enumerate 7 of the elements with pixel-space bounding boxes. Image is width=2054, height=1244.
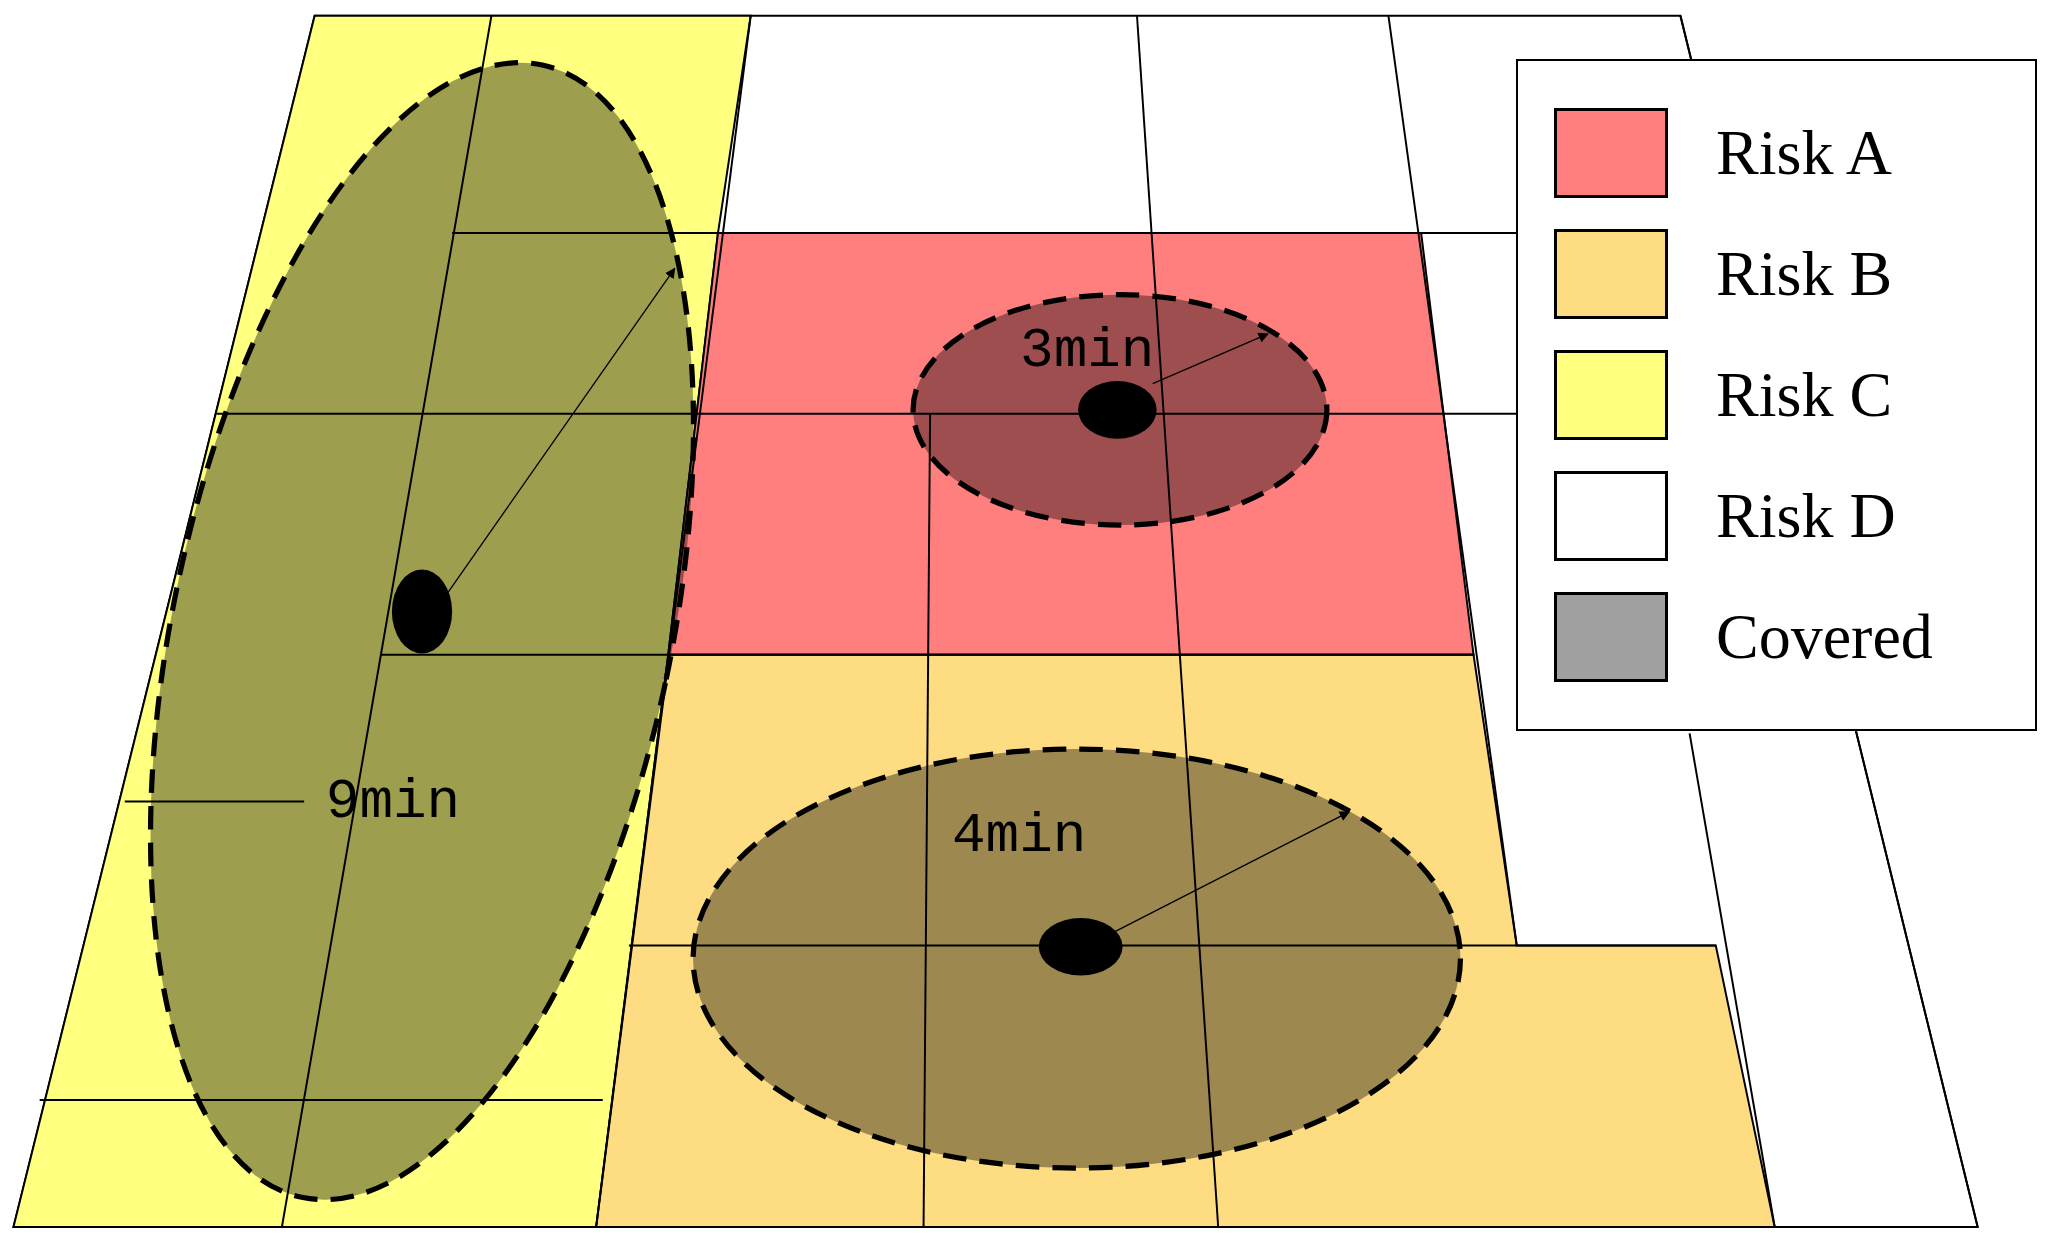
response-time-label: 3min (1020, 323, 1155, 380)
legend-label: Risk A (1716, 121, 1893, 185)
legend-label: Covered (1716, 605, 1933, 669)
response-time-label: 4min (951, 807, 1087, 864)
legend-label: Risk B (1716, 242, 1893, 306)
legend-label: Risk C (1716, 363, 1893, 427)
legend-label: Risk D (1716, 484, 1896, 548)
